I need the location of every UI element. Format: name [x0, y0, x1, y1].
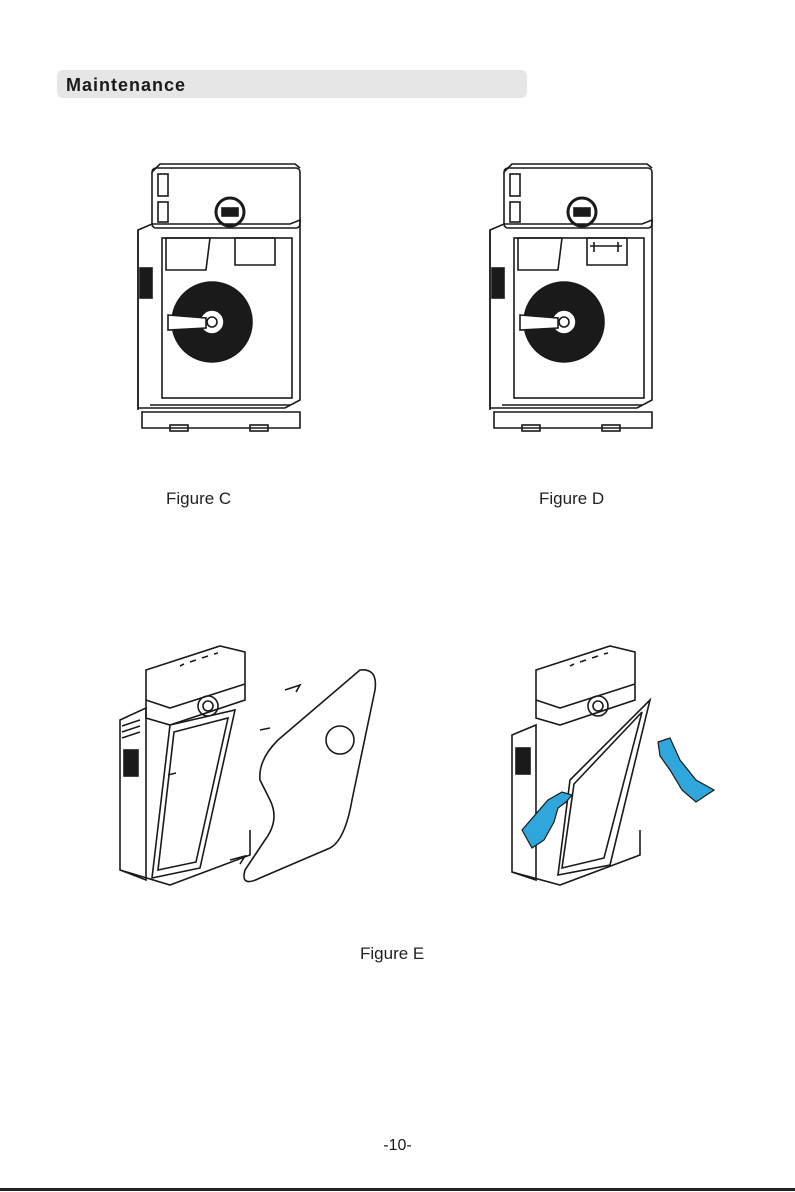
figure-c-caption: Figure C	[166, 489, 231, 509]
figure-c-illustration	[130, 160, 310, 440]
page-number: -10-	[0, 1137, 795, 1155]
section-title: Maintenance	[66, 75, 186, 96]
figure-d-illustration	[482, 160, 662, 440]
figure-d-caption: Figure D	[539, 489, 604, 509]
figure-e-right-illustration	[500, 640, 730, 900]
section-header: Maintenance	[57, 70, 527, 98]
right-glove-icon	[658, 738, 714, 802]
figure-e-left-illustration	[110, 640, 390, 900]
page-bottom-rule	[0, 1188, 795, 1191]
figure-e-caption: Figure E	[360, 944, 424, 964]
